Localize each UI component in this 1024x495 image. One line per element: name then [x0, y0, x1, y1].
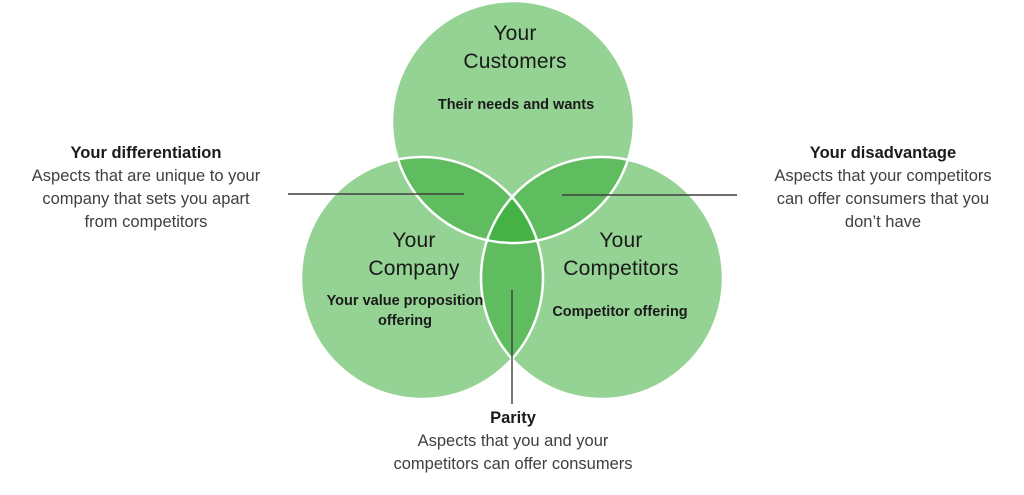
customers-circle-subtitle: Their needs and wants	[438, 95, 594, 115]
differentiation-line-3: from competitors	[84, 213, 208, 231]
differentiation-line-2: company that sets you apart	[42, 190, 250, 208]
competitors-title-line-1: Your	[599, 229, 643, 252]
company-subtitle-line-1: Your value proposition	[326, 293, 484, 309]
differentiation-heading: Your differentiation	[70, 144, 222, 162]
disadvantage-heading: Your disadvantage	[809, 144, 957, 162]
customers-title-line-2: Customers	[463, 50, 567, 73]
competitors-circle-title: Your Competitors	[563, 227, 678, 283]
competitors-circle	[481, 157, 723, 399]
company-circle-outline	[299, 155, 545, 401]
customers-circle-outline	[390, 0, 636, 245]
venn-circle-fills	[301, 1, 723, 399]
company-circle-subtitle: Your value proposition offering	[327, 291, 484, 331]
disadvantage-line-1: Aspects that your competitors	[774, 167, 992, 185]
parity-annotation: Parity Aspects that you and your competi…	[393, 407, 632, 476]
customers-title-line-1: Your	[493, 22, 537, 45]
parity-line-2: competitors can offer consumers	[393, 455, 633, 473]
disadvantage-line-2: can offer consumers that you	[776, 190, 990, 208]
disadvantage-line-3: don’t have	[844, 213, 922, 231]
parity-heading: Parity	[490, 409, 536, 427]
competitors-circle-subtitle: Competitor offering	[552, 302, 687, 322]
disadvantage-annotation: Your disadvantage Aspects that your comp…	[774, 142, 991, 234]
differentiation-line-1: Aspects that are unique to your	[31, 167, 261, 185]
customers-subtitle-line-1: Their needs and wants	[437, 97, 595, 113]
company-circle-title: Your Company	[368, 227, 459, 283]
competitors-title-line-2: Competitors	[563, 257, 679, 280]
customers-circle-title: Your Customers	[463, 20, 566, 76]
company-title-line-1: Your	[392, 229, 436, 252]
company-subtitle-line-2: offering	[378, 313, 432, 329]
parity-line-1: Aspects that you and your	[417, 432, 609, 450]
company-circle	[301, 157, 543, 399]
venn-circle-outlines	[299, 0, 725, 401]
differentiation-annotation: Your differentiation Aspects that are un…	[32, 142, 260, 234]
competitors-circle-outline	[479, 155, 725, 401]
company-title-line-2: Company	[368, 257, 460, 280]
competitors-subtitle-line-1: Competitor offering	[552, 304, 688, 320]
